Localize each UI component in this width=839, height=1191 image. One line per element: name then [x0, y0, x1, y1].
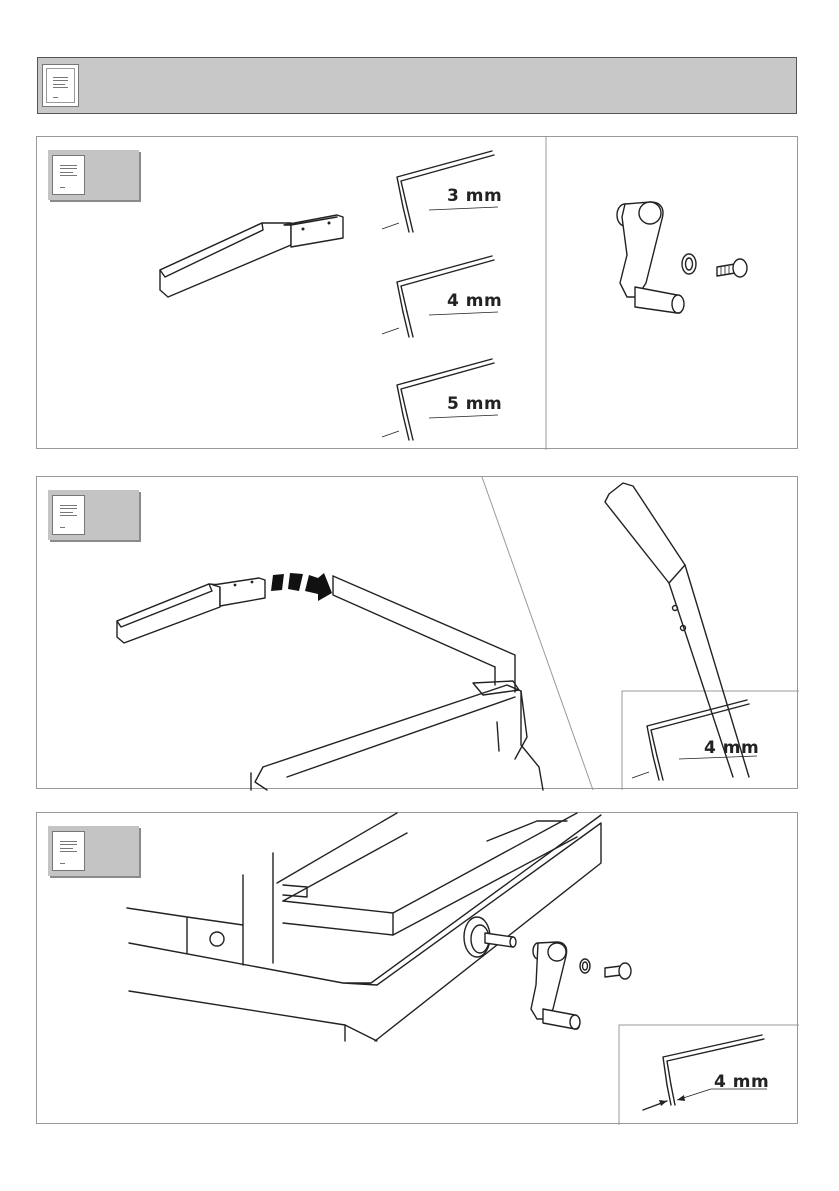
- tool-size-label: 4 mm: [704, 738, 759, 758]
- panel-illustration: [37, 477, 799, 790]
- manual-doc-icon: [42, 64, 79, 107]
- cutter-arm-icon: [251, 576, 543, 790]
- step-panel-attach-crank: 4 mm: [36, 812, 798, 1124]
- crank-handle-icon: [531, 942, 580, 1029]
- tool-size-label: 4 mm: [447, 291, 502, 311]
- panel-illustration: [37, 137, 799, 450]
- insert-arrow-icon: [271, 573, 332, 601]
- tool-size-label: 4 mm: [714, 1072, 769, 1092]
- screw-icon: [717, 259, 747, 277]
- washer-icon: [580, 959, 590, 973]
- crank-handle-icon: [617, 202, 684, 313]
- tool-size-label: 5 mm: [447, 394, 502, 414]
- step-panel-insert-lever: 4 mm: [36, 476, 798, 789]
- cutter-base-icon: [127, 813, 601, 1041]
- screw-icon: [605, 963, 631, 979]
- lever-extension-icon: [160, 215, 343, 297]
- panel-illustration: [37, 813, 799, 1125]
- lever-extension-icon: [117, 578, 265, 643]
- lever-extension-icon: [605, 483, 749, 777]
- section-header-bar: [37, 57, 797, 114]
- step-panel-tools: 3 mm 4 mm 5 mm: [36, 136, 798, 449]
- tool-size-label: 3 mm: [447, 186, 502, 206]
- washer-icon: [682, 254, 696, 274]
